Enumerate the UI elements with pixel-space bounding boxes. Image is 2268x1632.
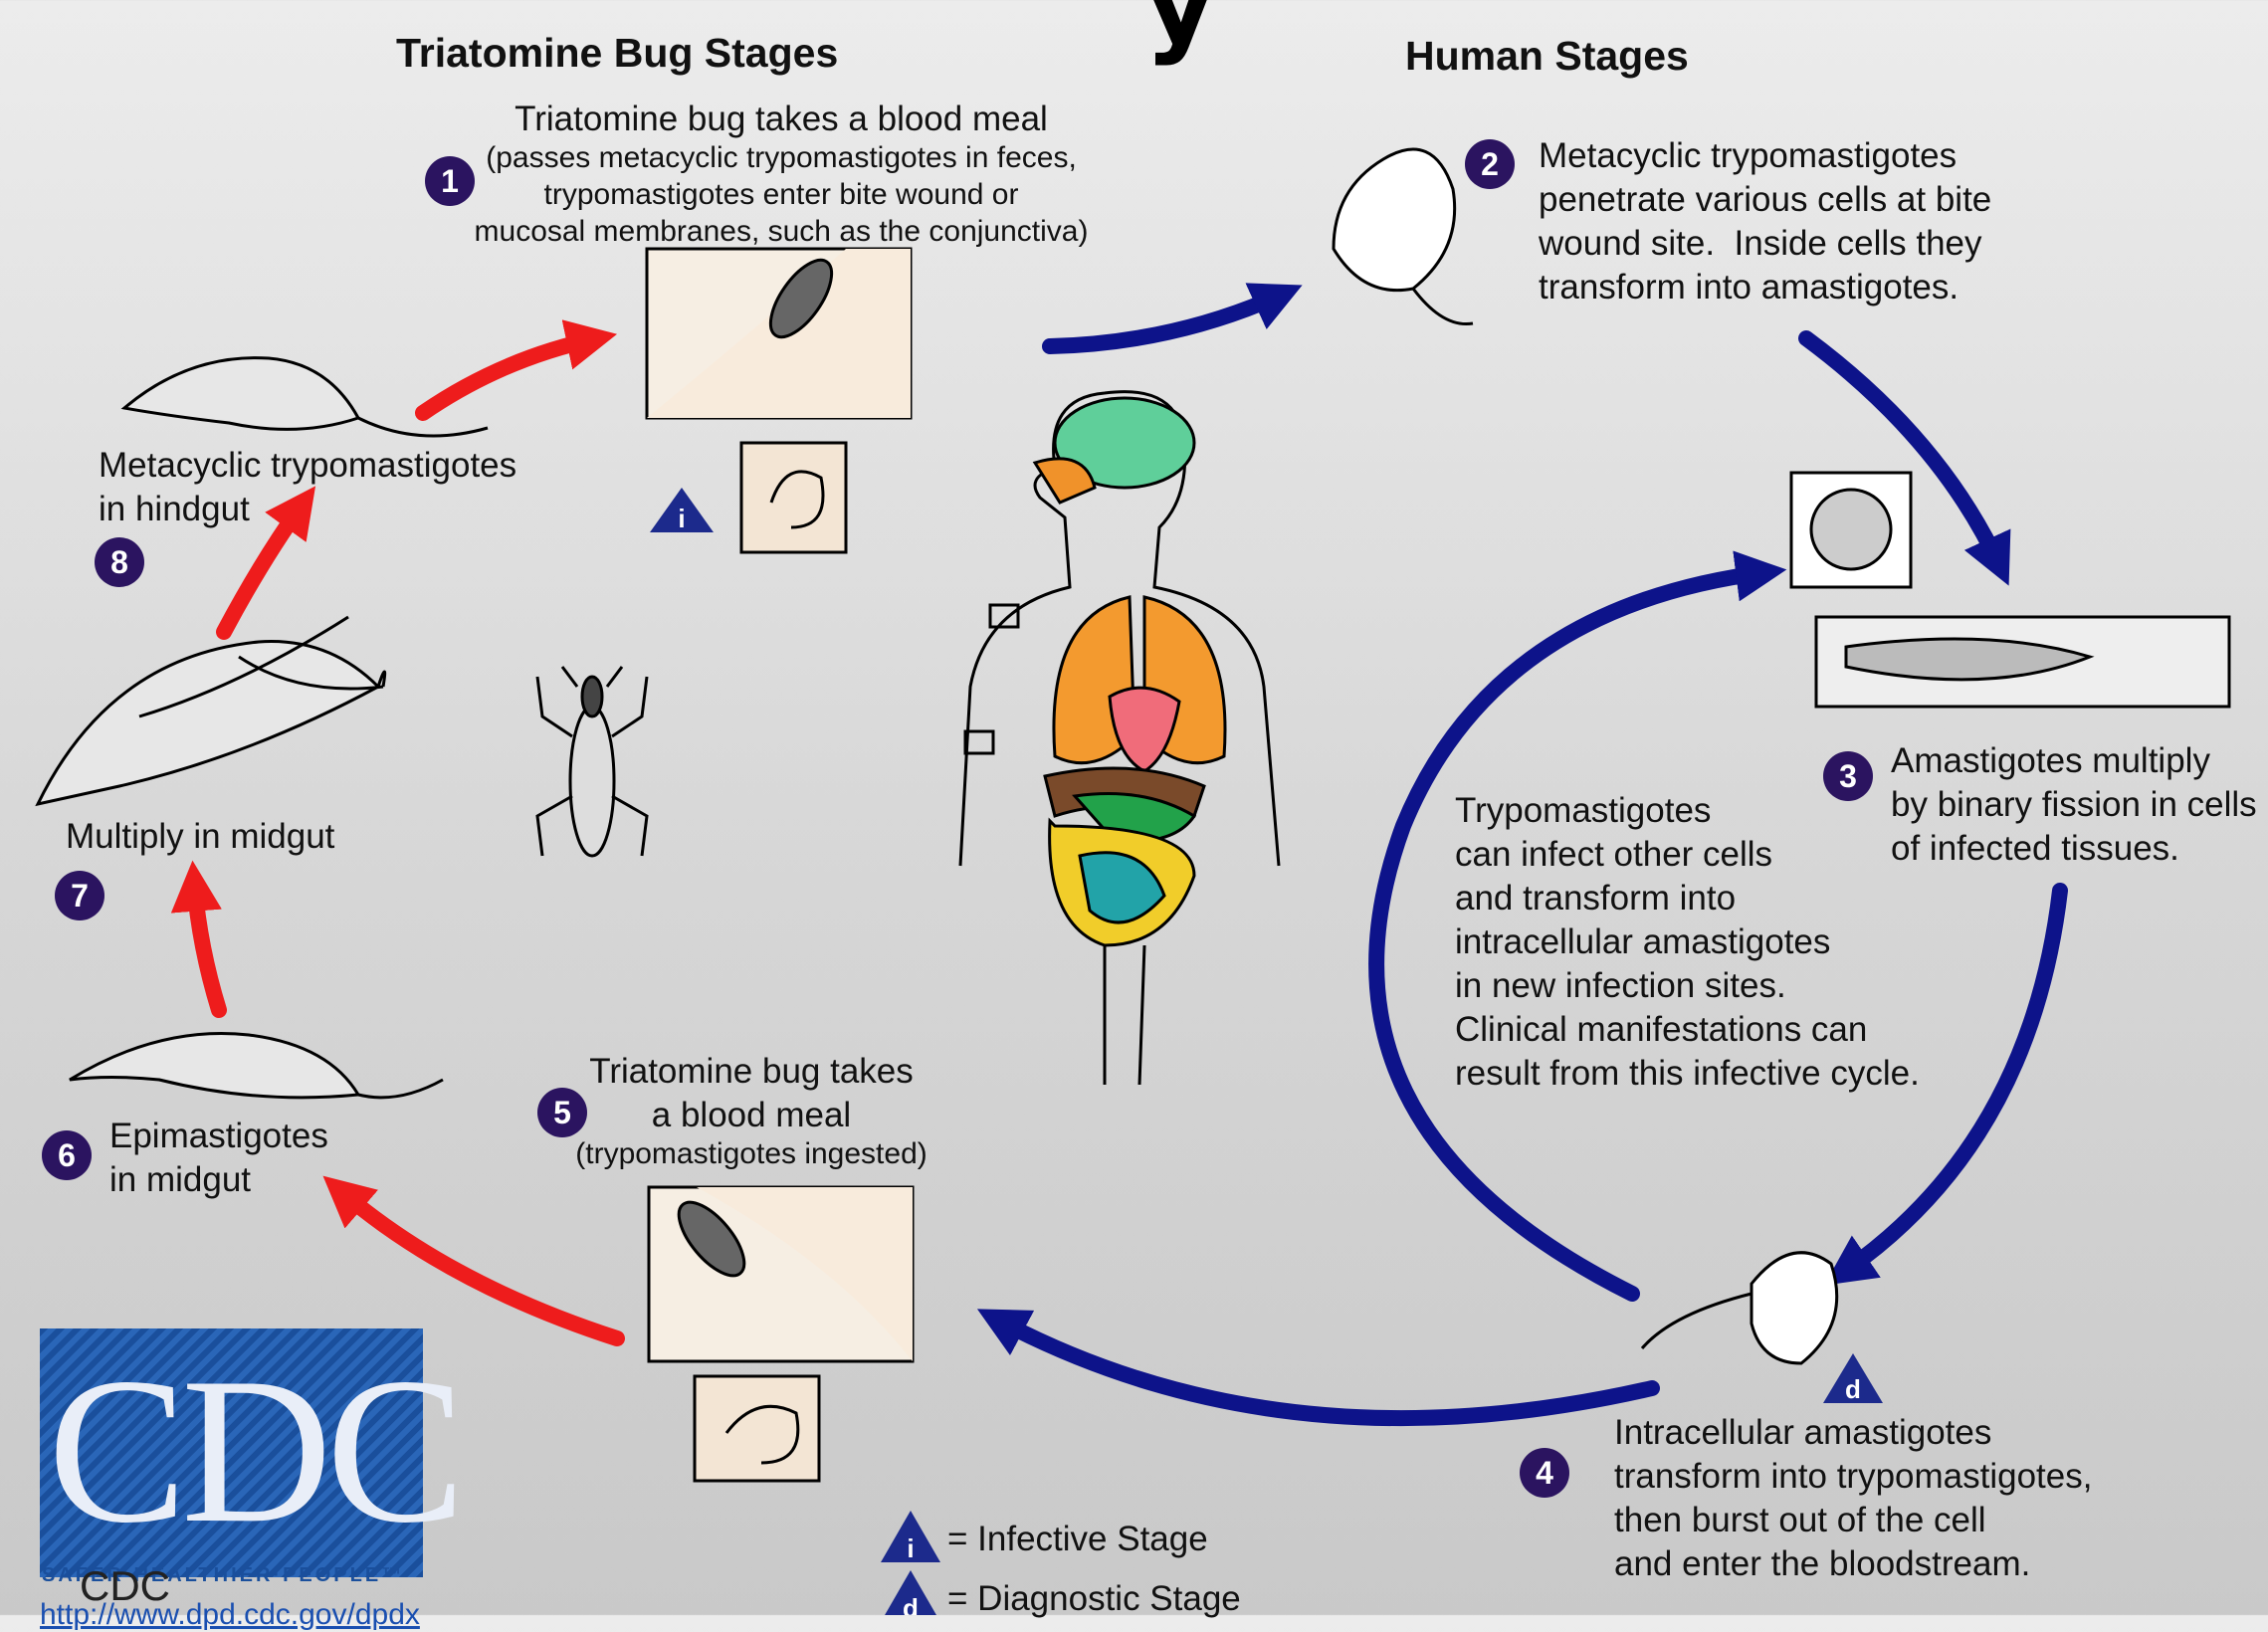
header-bug-stages: Triatomine Bug Stages xyxy=(396,30,838,77)
step-2-line-1: Metacyclic trypomastigotes xyxy=(1539,134,1957,178)
triatomine-bug-drawing xyxy=(537,667,647,856)
cycle-note-line-4: intracellular amastigotes xyxy=(1455,920,1830,964)
arrow-5-to-6 xyxy=(338,1189,617,1338)
cycle-note-line-6: Clinical manifestations can xyxy=(1455,1008,1867,1052)
header-human-stages: Human Stages xyxy=(1405,33,1689,80)
bite-panel-5 xyxy=(649,1187,913,1481)
svg-text:d: d xyxy=(1845,1374,1861,1404)
source-url-link[interactable]: http://www.dpd.cdc.gov/dpdx xyxy=(40,1598,420,1632)
step-1-detail-line-3: mucosal membranes, such as the conjuncti… xyxy=(453,213,1110,250)
step-6-line-2: in midgut xyxy=(109,1158,251,1202)
step-1-detail-line-2: trypomastigotes enter bite wound or xyxy=(453,176,1110,213)
trypomastigote-drawing xyxy=(1752,1253,1837,1363)
step-1-title: Triatomine bug takes a blood meal xyxy=(453,98,1110,141)
step-5-detail: (trypomastigotes ingested) xyxy=(567,1135,935,1172)
step-1-detail-line-1: (passes metacyclic trypomastigotes in fe… xyxy=(453,139,1110,176)
step-3-line-1: Amastigotes multiply xyxy=(1891,739,2210,783)
step-5-line-1: Triatomine bug takes xyxy=(567,1050,935,1094)
step-8-line-1: Metacyclic trypomastigotes xyxy=(99,444,516,488)
arrow-1-to-2 xyxy=(1050,294,1284,346)
cycle-note-line-3: and transform into xyxy=(1455,877,1736,920)
step-8-line-2: in hindgut xyxy=(99,488,250,531)
step-2-line-3: wound site. Inside cells they xyxy=(1539,222,1982,266)
step-7-line-1: Multiply in midgut xyxy=(66,815,334,859)
step-2-line-4: transform into amastigotes. xyxy=(1539,266,1959,309)
step-5-line-2: a blood meal xyxy=(567,1094,935,1137)
svg-text:i: i xyxy=(678,504,685,533)
step-3-line-3: of infected tissues. xyxy=(1891,827,2179,871)
arrow-6-to-7 xyxy=(194,881,219,1010)
arrow-8-to-1 xyxy=(423,338,597,413)
step-4-line-2: transform into trypomastigotes, xyxy=(1614,1455,2092,1499)
legend-infective-label: = Infective Stage xyxy=(947,1518,1208,1561)
cycle-note-line-2: can infect other cells xyxy=(1455,833,1772,877)
cycle-note-line-5: in new infection sites. xyxy=(1455,964,1786,1008)
step-7-badge: 7 xyxy=(55,871,104,920)
metacyclic-trypomastigote-human-drawing xyxy=(1334,149,1455,291)
cdc-logo-letters: CDC xyxy=(48,1346,416,1555)
legend-diagnostic-label: = Diagnostic Stage xyxy=(947,1577,1241,1621)
cycle-note-line-7: result from this infective cycle. xyxy=(1455,1052,1920,1096)
partial-title: y xyxy=(1144,0,1216,68)
legend-diagnostic-symbol: d xyxy=(903,1593,919,1615)
step-6-line-1: Epimastigotes xyxy=(109,1115,328,1158)
legend-infective-symbol: i xyxy=(907,1533,914,1563)
step-4-badge: 4 xyxy=(1520,1448,1569,1498)
human-body-drawing xyxy=(960,392,1279,1085)
step-3-line-2: by binary fission in cells xyxy=(1891,783,2257,827)
step-6-badge: 6 xyxy=(42,1130,92,1180)
cdc-logo: CDC xyxy=(40,1328,423,1577)
step-2-badge: 2 xyxy=(1465,139,1515,189)
epimastigote-drawing xyxy=(38,642,378,804)
step-8-badge: 8 xyxy=(95,537,144,587)
cycle-note-line-1: Trypomastigotes xyxy=(1455,789,1711,833)
step-3-badge: 3 xyxy=(1823,751,1873,801)
metacyclic-trypomastigote-drawing xyxy=(124,358,358,430)
step-4-line-3: then burst out of the cell xyxy=(1614,1499,1986,1542)
step-4-line-4: and enter the bloodstream. xyxy=(1614,1542,2030,1586)
arrow-4-to-5 xyxy=(995,1319,1652,1418)
step-4-line-1: Intracellular amastigotes xyxy=(1614,1411,1991,1455)
step-2-line-2: penetrate various cells at bite xyxy=(1539,178,1991,222)
